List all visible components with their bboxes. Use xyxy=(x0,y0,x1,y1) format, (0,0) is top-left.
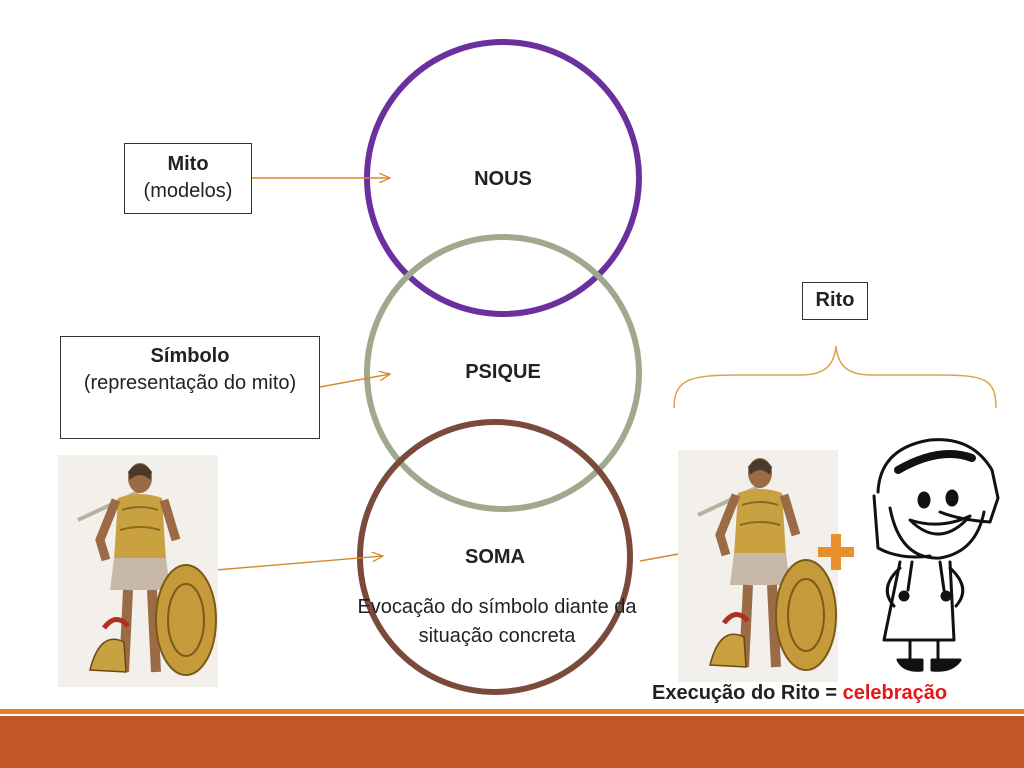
mito-box: Mito (modelos) xyxy=(124,143,252,214)
mito-subtitle: (modelos) xyxy=(143,180,233,202)
footer-accent-line xyxy=(0,709,1024,714)
mito-title: Mito xyxy=(167,153,209,175)
psique-circle xyxy=(364,234,642,512)
rito-label: Rito xyxy=(815,289,855,311)
rito-box: Rito xyxy=(802,282,868,320)
psique-label: PSIQUE xyxy=(465,361,541,383)
plus-icon xyxy=(818,534,854,570)
simbolo-arrow xyxy=(319,374,390,388)
warrior-illustration-left xyxy=(58,455,218,687)
simbolo-title: Símbolo xyxy=(150,345,230,367)
soma-circle xyxy=(357,419,633,695)
execucao-prefix: Execução do Rito = xyxy=(652,682,843,704)
simbolo-box: Símbolo (representação do mito) xyxy=(60,336,320,439)
footer-band xyxy=(0,716,1024,768)
simbolo-subtitle: (representação do mito) xyxy=(83,372,297,394)
cartoon-girl-illustration xyxy=(872,438,1000,672)
rito-brace xyxy=(673,345,997,409)
nous-label: NOUS xyxy=(474,168,532,190)
warrior-to-soma-arrow xyxy=(215,556,383,571)
execucao-caption: Execução do Rito = celebração xyxy=(652,682,947,705)
warrior-illustration-right xyxy=(678,450,838,682)
soma-caption: Evocação do símbolo diante da situação c… xyxy=(357,596,637,647)
execucao-highlight: celebração xyxy=(842,682,948,704)
soma-label: SOMA xyxy=(465,546,525,568)
